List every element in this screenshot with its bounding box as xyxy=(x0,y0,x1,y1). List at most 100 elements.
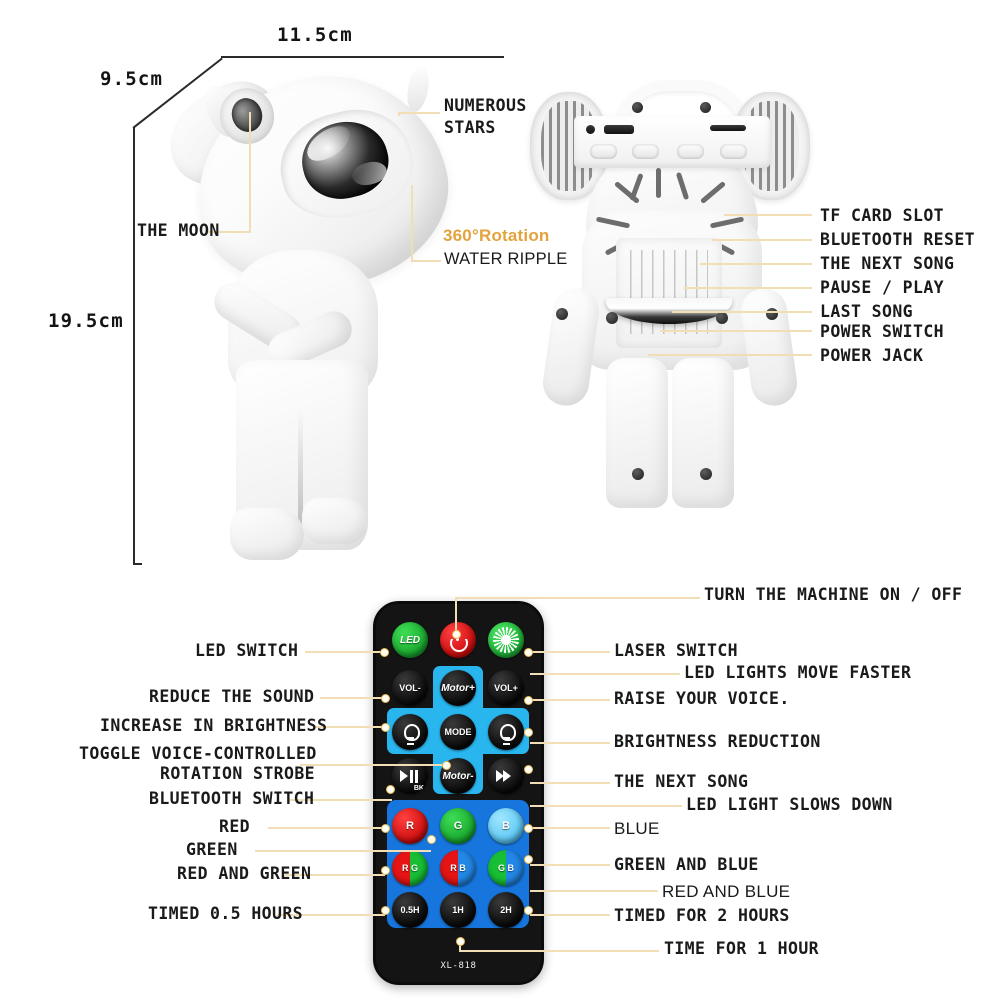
leader-green xyxy=(255,850,431,852)
button-bluetooth-reset[interactable] xyxy=(720,144,747,159)
usb-port[interactable] xyxy=(604,125,634,134)
callout-360-rotation: 360°Rotation xyxy=(443,226,550,245)
label-green: GREEN xyxy=(186,840,238,859)
key-timer-half-hour[interactable]: 0.5H xyxy=(392,892,428,928)
leader-tf-card-slot xyxy=(724,214,812,216)
leader-dot-power xyxy=(452,630,461,639)
screw-dot-4 xyxy=(766,308,778,320)
key-vol-up[interactable]: VOL+ xyxy=(488,670,524,706)
key-color-green[interactable]: G xyxy=(440,808,476,844)
callout-water-ripple: WATER RIPPLE xyxy=(444,250,568,268)
astronaut-arm-back-left xyxy=(540,285,602,409)
callout-power-switch: POWER SWITCH xyxy=(820,322,945,341)
dimension-line-height xyxy=(133,127,135,564)
key-mode[interactable]: MODE xyxy=(440,714,476,750)
next-icon xyxy=(496,769,516,783)
key-color-red[interactable]: R xyxy=(392,808,428,844)
callout-numerous-stars-line2: STARS xyxy=(444,118,496,137)
astronaut-leg-back-right xyxy=(672,358,734,508)
label-toggle-voice-line2: ROTATION STROBE xyxy=(160,764,316,783)
leader-led-light-slows-down xyxy=(530,805,682,807)
label-bluetooth-switch: BLUETOOTH SWITCH xyxy=(149,789,315,808)
leader-dot-reduce-the-sound xyxy=(381,694,390,703)
leader-moon-v xyxy=(249,112,251,232)
remote-model-number: XL-818 xyxy=(440,961,477,971)
callout-the-next-song: THE NEXT SONG xyxy=(820,254,955,273)
screw-dot-5 xyxy=(632,468,644,480)
astronaut-leg-split xyxy=(298,410,303,528)
astronaut-front-view xyxy=(150,52,470,570)
key-power[interactable] xyxy=(440,622,476,658)
key-brightness-down[interactable] xyxy=(488,714,524,750)
button-pause-play[interactable] xyxy=(632,144,659,159)
label-laser-switch: LASER SWITCH xyxy=(614,641,739,660)
label-led-light-slows-down: LED LIGHT SLOWS DOWN xyxy=(686,795,893,814)
label-red-and-green: RED AND GREEN xyxy=(177,864,312,883)
leader-dot-green-and-blue xyxy=(524,855,533,864)
leader-laser-switch xyxy=(528,651,610,653)
screw-dot-1 xyxy=(556,308,568,320)
label-timed-for-2-hours: TIMED FOR 2 HOURS xyxy=(614,906,790,925)
callout-power-jack: POWER JACK xyxy=(820,346,924,365)
key-led[interactable]: LED xyxy=(392,622,428,658)
leader-dot-increase-brightness xyxy=(381,723,390,732)
key-laser[interactable] xyxy=(488,622,524,658)
leader-pause-play xyxy=(684,287,812,289)
label-blue: BLUE xyxy=(614,819,660,838)
leader-power-jack xyxy=(648,354,812,356)
bulb-up-icon xyxy=(400,721,420,745)
label-led-lights-move-faster: LED LIGHTS MOVE FASTER xyxy=(684,663,912,682)
key-vol-down[interactable]: VOL- xyxy=(392,670,428,706)
key-next-song[interactable] xyxy=(488,758,524,794)
leader-dot-raise-voice xyxy=(524,696,533,705)
callout-tf-card-slot: TF CARD SLOT xyxy=(820,206,945,225)
leader-green-and-blue xyxy=(530,864,610,866)
label-time-for-1-hour: TIME FOR 1 HOUR xyxy=(664,939,820,958)
dimension-depth-label: 9.5cm xyxy=(100,68,164,90)
key-brightness-up[interactable] xyxy=(392,714,428,750)
handle-screw-right xyxy=(700,102,711,113)
label-timed-half-hour: TIMED 0.5 HOURS xyxy=(148,904,304,923)
leader-red-and-green xyxy=(285,874,385,876)
key-timer-two-hours[interactable]: 2H xyxy=(488,892,524,928)
laser-burst-icon xyxy=(493,627,519,653)
callout-bluetooth-reset: BLUETOOTH RESET xyxy=(820,230,976,249)
speaker-grille-right xyxy=(732,92,810,200)
leader-dot-next-song-remote xyxy=(524,765,533,774)
dimension-line-width xyxy=(221,56,504,58)
button-last-song[interactable] xyxy=(590,144,617,159)
key-color-green-blue[interactable]: G B xyxy=(488,850,524,886)
leader-timed-half-hour xyxy=(277,914,385,916)
label-raise-your-voice: RAISE YOUR VOICE. xyxy=(614,689,790,708)
key-color-red-green[interactable]: R G xyxy=(392,850,428,886)
screw-dot-3 xyxy=(716,312,728,324)
label-led-switch: LED SWITCH xyxy=(195,641,299,660)
button-next-song[interactable] xyxy=(677,144,704,159)
leader-dot-bluetooth-switch xyxy=(386,785,395,794)
leader-reduce-the-sound xyxy=(320,697,386,699)
label-red: RED xyxy=(219,817,251,836)
astronaut-boot-right xyxy=(302,498,368,544)
key-color-blue[interactable]: B xyxy=(488,808,524,844)
power-jack-port[interactable] xyxy=(586,125,595,134)
key-color-red-blue[interactable]: R B xyxy=(440,850,476,886)
key-timer-one-hour[interactable]: 1H xyxy=(440,892,476,928)
dimension-height-label: 19.5cm xyxy=(48,310,124,332)
leader-power-v xyxy=(455,597,457,633)
leader-time-for-1-hour xyxy=(459,950,659,952)
leader-dot-timed-half xyxy=(381,906,390,915)
remote-face: LED VOL- Motor+ VOL+ MODE xyxy=(376,604,541,982)
leader-the-next-song-remote xyxy=(530,782,610,784)
astronaut-leg-back-left xyxy=(606,358,668,508)
leader-raise-your-voice xyxy=(528,699,610,701)
leader-dot-green xyxy=(427,835,436,844)
leader-numerous-stars-v xyxy=(398,112,400,116)
label-reduce-the-sound: REDUCE THE SOUND xyxy=(149,687,315,706)
tf-card-slot-port[interactable] xyxy=(710,125,746,131)
label-turn-machine-on-off: TURN THE MACHINE ON / OFF xyxy=(704,585,963,604)
remote-control: LED VOL- Motor+ VOL+ MODE xyxy=(373,601,544,985)
helmet-side-right xyxy=(404,64,432,114)
leader-bluetooth-switch xyxy=(290,799,392,801)
key-motor-up[interactable]: Motor+ xyxy=(440,670,476,706)
